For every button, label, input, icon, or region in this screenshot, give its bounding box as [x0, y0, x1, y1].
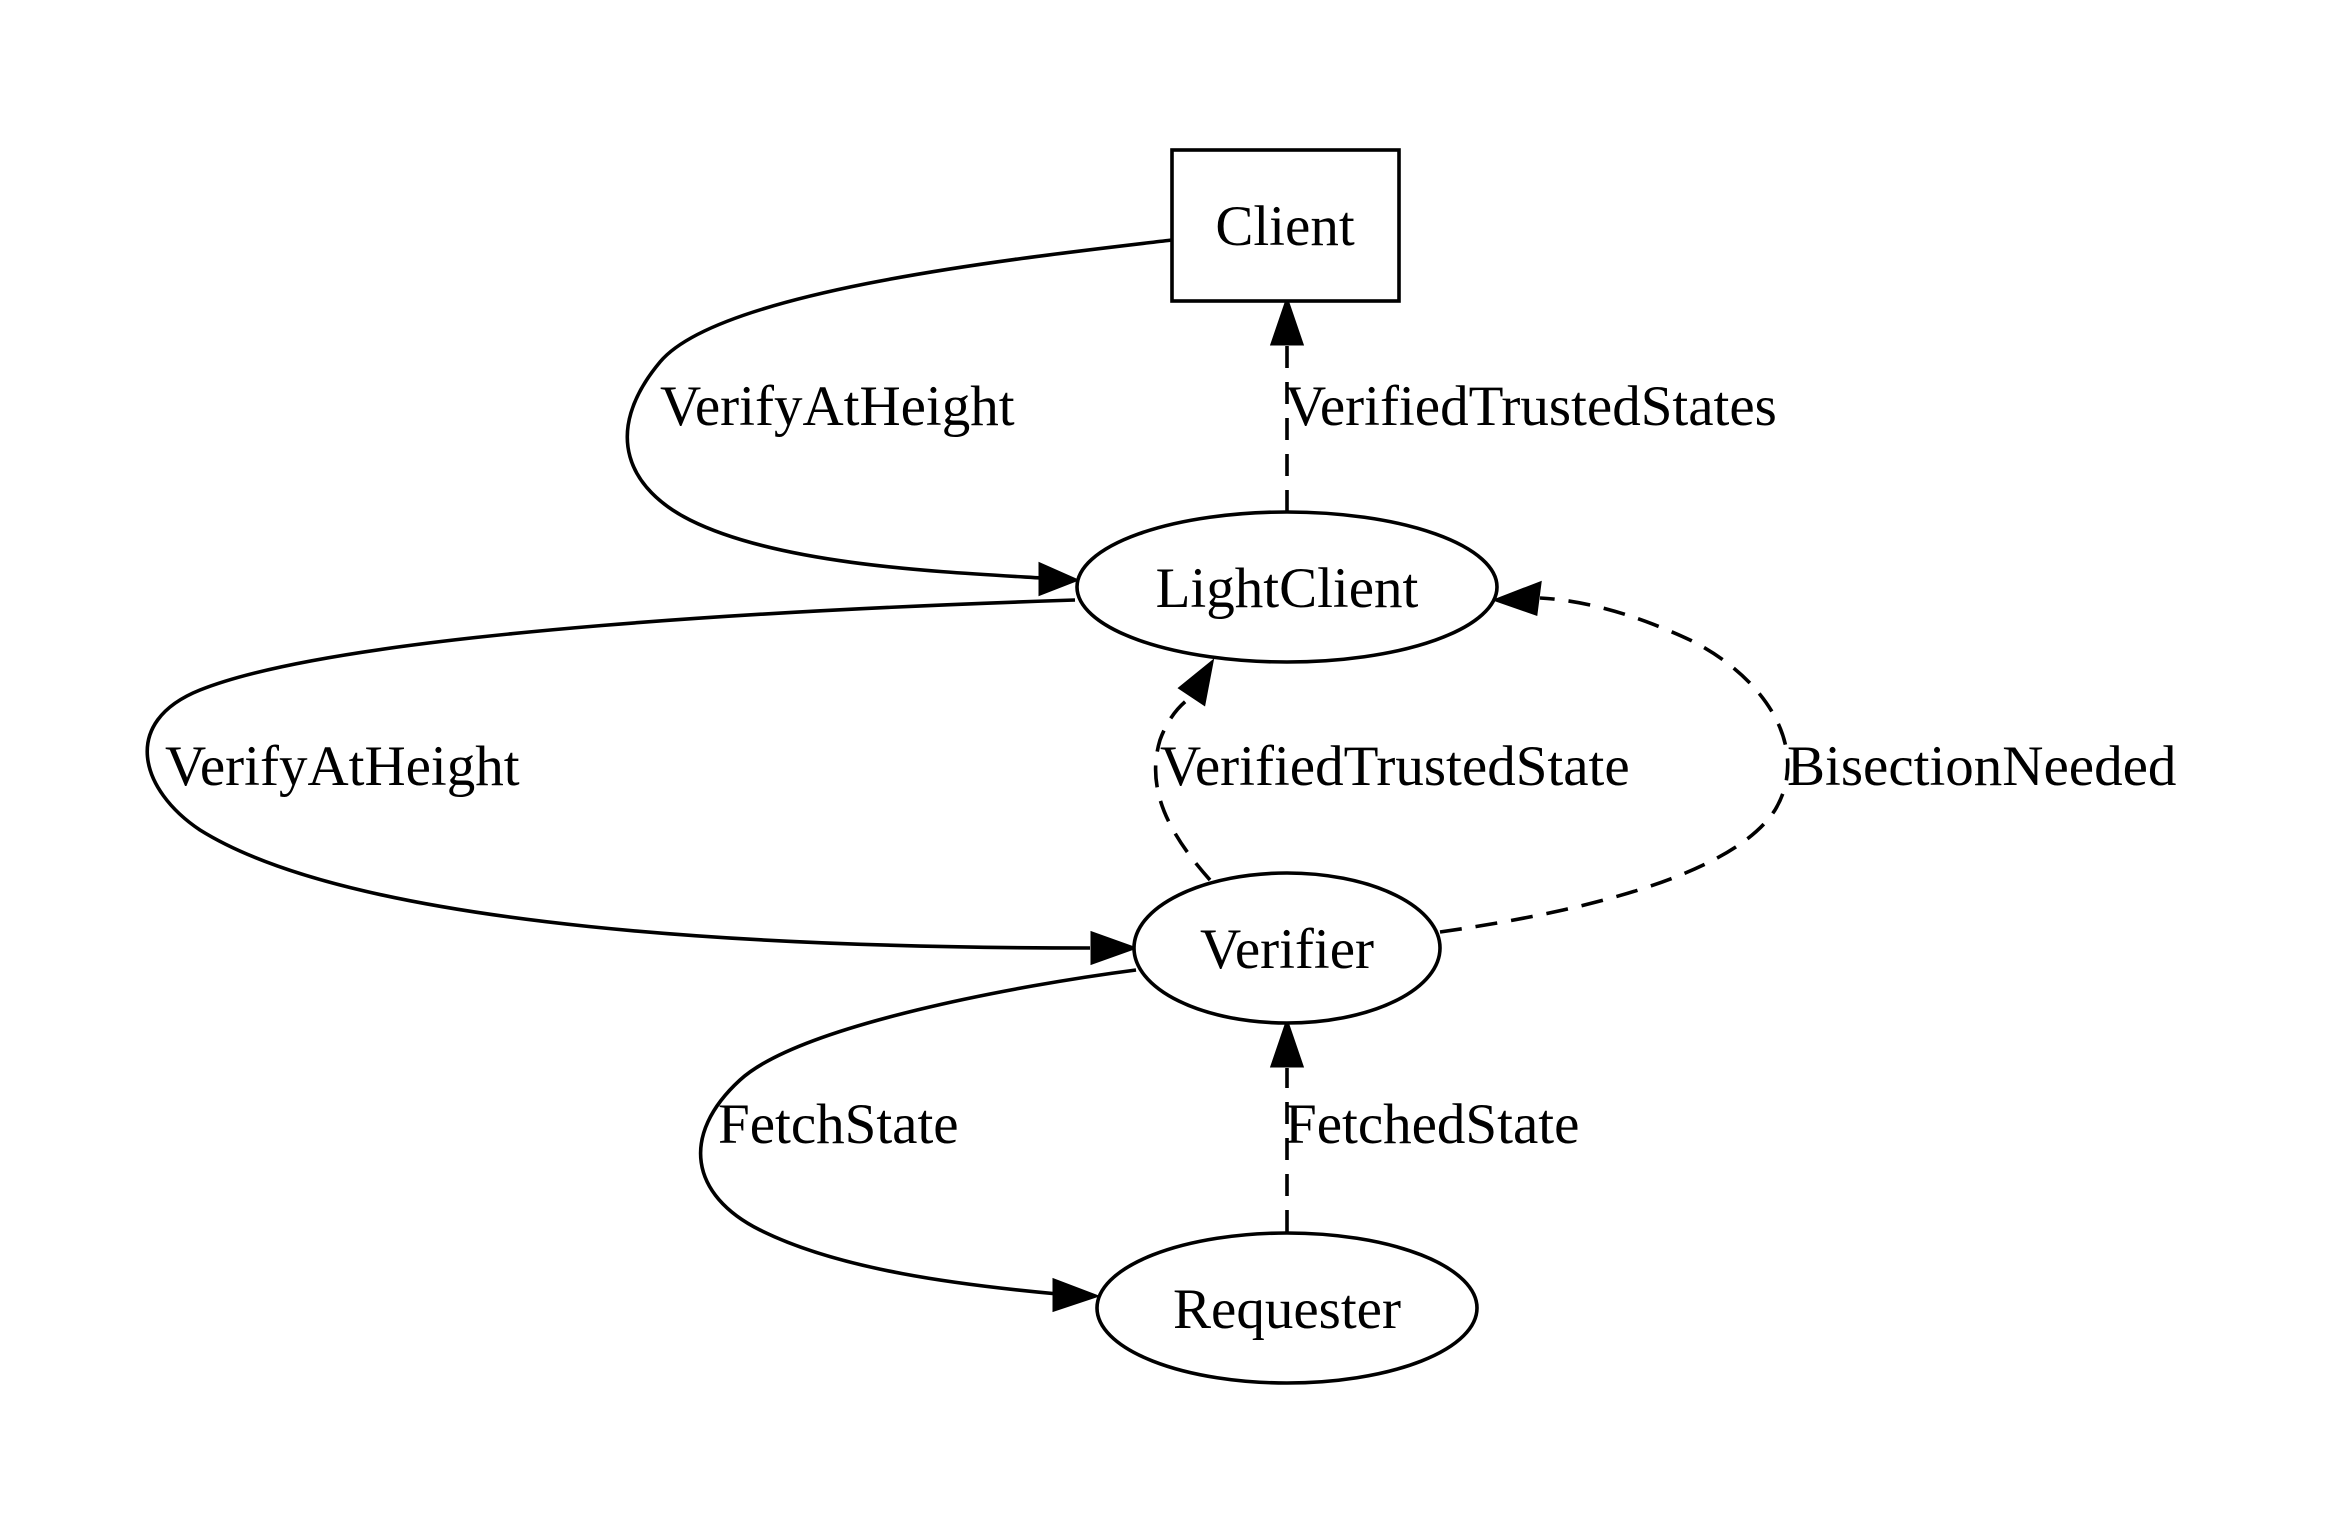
edge-label-fetchstate: FetchState — [718, 1093, 959, 1156]
edge-label-verifyatheight-top: VerifyAtHeight — [660, 375, 1015, 438]
edge-label-bisectionneeded: BisectionNeeded — [1787, 735, 2176, 798]
edge-label-verifiedtrustedstates: VerifiedTrustedStates — [1285, 375, 1777, 438]
edge-label-verifiedtrustedstate: VerifiedTrustedState — [1160, 735, 1630, 798]
arrowhead-icon — [1491, 580, 1542, 617]
edge-line — [145, 598, 1091, 950]
node-requester: Requester — [1095, 1231, 1479, 1385]
edge-label-fetchedstate: FetchedState — [1285, 1093, 1579, 1156]
node-lightclient-ellipse — [1075, 510, 1499, 664]
node-verifier-ellipse — [1132, 871, 1442, 1025]
arrowhead-icon — [1269, 295, 1305, 346]
arrowhead-icon — [1090, 930, 1139, 966]
edge-line — [625, 238, 1173, 580]
edge-line — [1439, 596, 1790, 934]
node-verifier-label: Verifier — [1200, 918, 1374, 981]
edge-line — [1153, 696, 1212, 882]
node-client: Client — [1170, 148, 1401, 303]
arrowhead-icon — [1038, 561, 1080, 597]
node-lightclient: LightClient — [1075, 510, 1499, 664]
arrowhead-icon — [1177, 658, 1215, 707]
edge-lightclient-to-verifier: VerifyAtHeight — [145, 598, 1139, 966]
arrowhead-icon — [1269, 1017, 1305, 1068]
node-verifier: Verifier — [1132, 871, 1442, 1025]
edge-verifier-to-lightclient-bisection: BisectionNeeded — [1439, 580, 2176, 934]
node-requester-label: Requester — [1173, 1278, 1401, 1341]
node-client-box — [1170, 148, 1401, 303]
edge-label-verifyatheight-left: VerifyAtHeight — [165, 735, 520, 798]
node-client-label: Client — [1215, 195, 1354, 258]
node-lightclient-label: LightClient — [1156, 557, 1419, 620]
edge-line — [698, 968, 1137, 1296]
edge-verifier-to-lightclient-trusted: VerifiedTrustedState — [1153, 658, 1630, 882]
edge-verifier-to-requester: FetchState — [698, 968, 1137, 1313]
edge-requester-to-verifier: FetchedState — [1269, 1017, 1579, 1232]
node-requester-ellipse — [1095, 1231, 1479, 1385]
edge-lightclient-to-client: VerifiedTrustedStates — [1269, 295, 1777, 512]
edge-client-to-lightclient: VerifyAtHeight — [625, 238, 1173, 597]
arrowhead-icon — [1052, 1277, 1101, 1313]
